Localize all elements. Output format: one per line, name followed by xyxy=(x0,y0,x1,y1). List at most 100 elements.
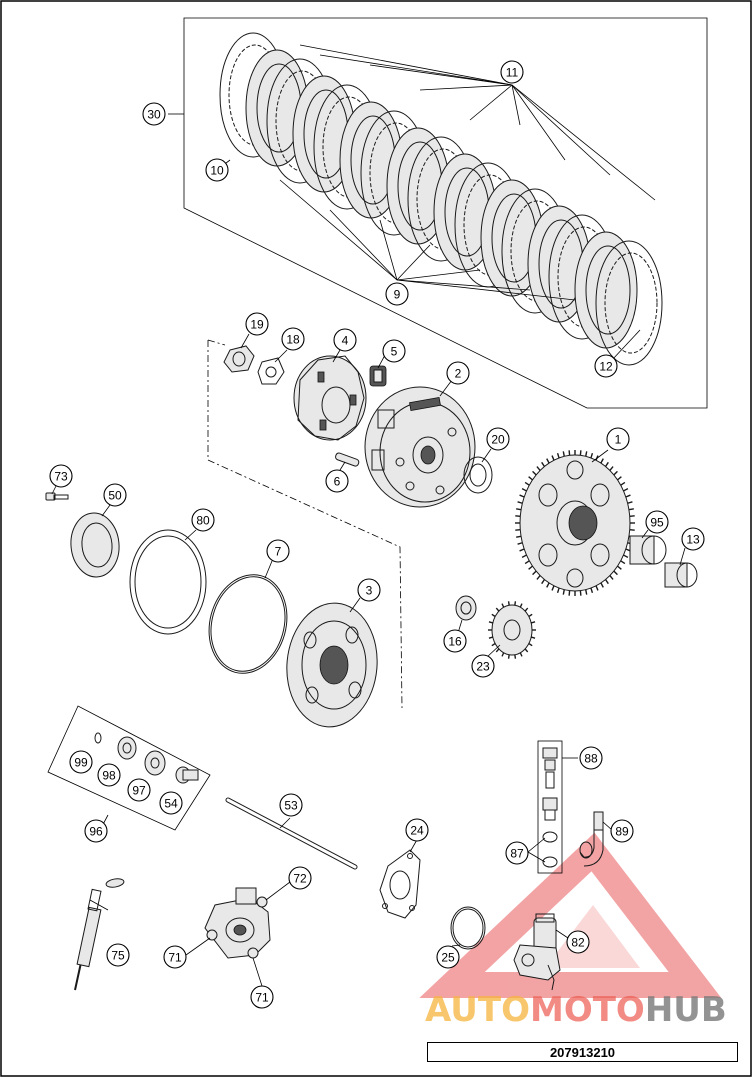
watermark-word-3: HUB xyxy=(644,990,727,1030)
gear-tooth xyxy=(519,652,523,657)
callout-88: 88 xyxy=(579,746,603,770)
gear-tooth xyxy=(604,461,609,467)
callout-number: 53 xyxy=(284,799,298,813)
callout-10: 10 xyxy=(205,158,229,182)
callout-99: 99 xyxy=(69,750,93,774)
callout-circle xyxy=(103,483,127,507)
needle-bearing-part xyxy=(629,535,667,565)
gear-tooth xyxy=(600,582,604,588)
callout-circle xyxy=(49,464,73,488)
kit-parts xyxy=(94,732,199,784)
callout-number: 95 xyxy=(650,516,664,530)
gear-tooth xyxy=(491,613,496,618)
callout-circle xyxy=(505,841,529,865)
gear-tooth xyxy=(521,487,527,492)
callout-circle xyxy=(471,654,495,678)
gear-tooth xyxy=(613,470,618,476)
callout-number: 87 xyxy=(510,847,524,861)
gear-tooth xyxy=(546,458,550,464)
callout-number: 19 xyxy=(250,318,264,332)
gear-tooth xyxy=(524,560,530,565)
callout-number: 4 xyxy=(342,334,349,348)
hub-dashed-outline xyxy=(207,339,403,709)
callout-circle xyxy=(382,339,406,363)
document-number: 207913210 xyxy=(427,1042,738,1062)
callout-circle xyxy=(405,818,429,842)
callout-number: 18 xyxy=(286,333,300,347)
callout-2: 2 xyxy=(446,361,470,385)
gear-tooth xyxy=(627,501,633,504)
gear-tooth xyxy=(620,560,626,565)
callout-number: 25 xyxy=(441,951,455,965)
callout-circle xyxy=(446,361,470,385)
gear-tooth xyxy=(546,582,550,588)
callout-3: 3 xyxy=(357,578,381,602)
callout-number: 73 xyxy=(54,470,68,484)
gear-tooth xyxy=(551,585,555,591)
gear-tooth xyxy=(507,601,510,606)
callout-18: 18 xyxy=(281,327,305,351)
inner-hub-part xyxy=(293,355,367,441)
gear-tooth xyxy=(604,579,609,585)
gear-tooth xyxy=(524,481,530,486)
callout-11: 11 xyxy=(500,60,524,84)
gear-tooth xyxy=(541,579,546,585)
callout-circle xyxy=(245,312,269,336)
callout-75: 75 xyxy=(106,943,130,967)
callout-71: 71 xyxy=(250,985,274,1009)
callout-96: 96 xyxy=(84,819,108,843)
spring-washer-part xyxy=(70,512,120,578)
gear-tooth xyxy=(495,607,500,612)
gear-tooth xyxy=(617,476,622,481)
callout-19: 19 xyxy=(245,312,269,336)
callout-circle xyxy=(610,819,634,843)
callout-number: 6 xyxy=(334,475,341,489)
callout-circle xyxy=(436,945,460,969)
callout-number: 23 xyxy=(476,660,490,674)
callout-circle xyxy=(645,510,669,534)
callout-number: 71 xyxy=(255,991,269,1005)
small-gear-part xyxy=(488,601,536,659)
gear-tooth xyxy=(516,535,522,538)
gear-tooth xyxy=(556,587,560,594)
gear-tooth xyxy=(595,585,599,591)
gear-tooth xyxy=(620,481,626,486)
gear-tooth xyxy=(536,575,541,580)
callout-95: 95 xyxy=(645,510,669,534)
cylinder-body-part xyxy=(513,913,569,991)
watermark-word-1: AUTO xyxy=(425,990,530,1030)
nut-part xyxy=(223,345,255,373)
clutch-plates xyxy=(219,32,663,366)
pin-part xyxy=(335,452,360,467)
callout-number: 97 xyxy=(132,784,146,798)
pressure-disk-part xyxy=(129,529,207,635)
callout-number: 72 xyxy=(293,872,307,886)
gear-tooth xyxy=(528,642,533,647)
gear-tooth xyxy=(609,575,614,580)
clutch-pack-box xyxy=(168,17,708,409)
callout-6: 6 xyxy=(325,469,349,493)
callout-54: 54 xyxy=(159,791,183,815)
callout-circle xyxy=(84,819,108,843)
gear-tooth xyxy=(528,613,533,618)
bolt-part xyxy=(45,492,69,501)
gear-tooth xyxy=(514,654,517,659)
gear-tooth xyxy=(536,466,541,471)
steel-plate xyxy=(595,240,663,366)
gear-tooth xyxy=(517,542,523,545)
callout-16: 16 xyxy=(443,629,467,653)
callout-circle xyxy=(579,746,603,770)
callout-71: 71 xyxy=(163,945,187,969)
damper-part xyxy=(369,365,387,387)
gear-tooth xyxy=(519,603,523,608)
syringe-part xyxy=(74,878,125,991)
callout-circle xyxy=(163,945,187,969)
gear-tooth xyxy=(623,554,629,559)
callout-circle xyxy=(566,930,590,954)
callout-82: 82 xyxy=(566,930,590,954)
gear-tooth xyxy=(495,648,500,653)
callout-number: 99 xyxy=(74,756,88,770)
callout-number: 96 xyxy=(89,825,103,839)
